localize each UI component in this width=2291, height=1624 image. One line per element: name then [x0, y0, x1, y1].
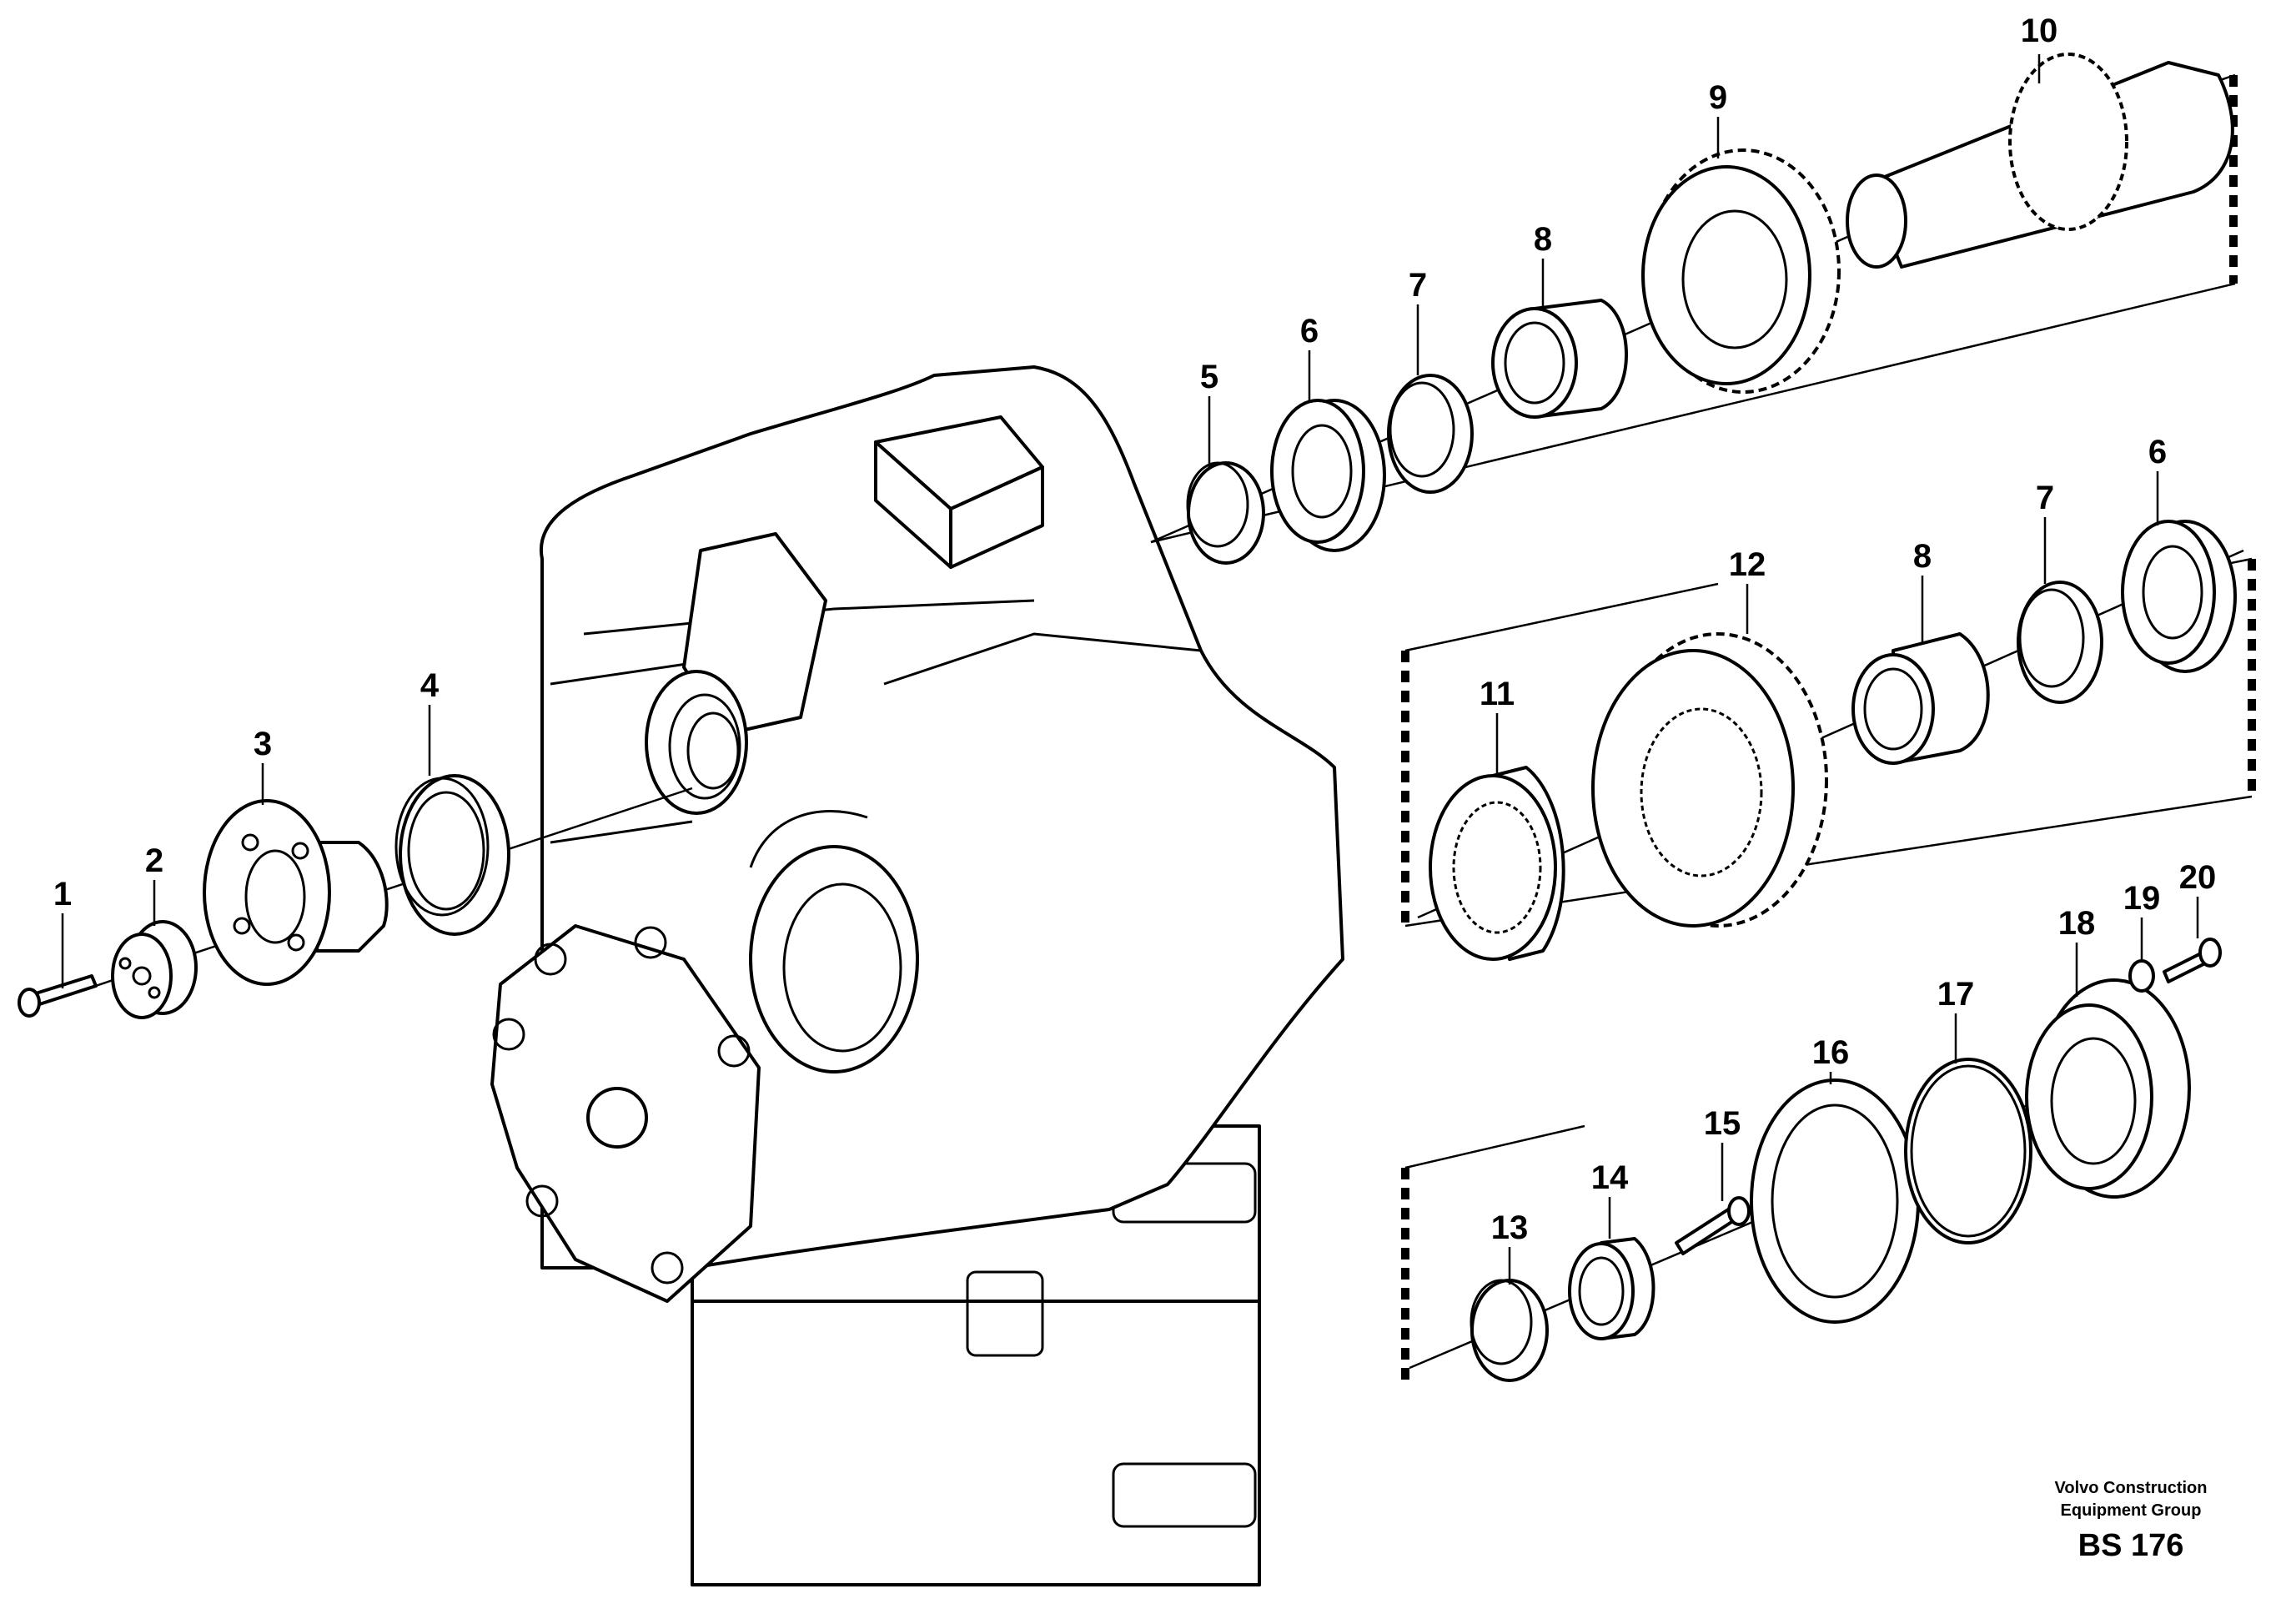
- callout-12: 12: [1729, 546, 1766, 583]
- callout-14: 14: [1591, 1159, 1629, 1196]
- part-1-bolt: [18, 974, 98, 1018]
- callout-10: 10: [2021, 13, 2058, 49]
- part-16-gasket: [1750, 1078, 1920, 1324]
- footer-credit: Volvo Construction Equipment Group BS 17…: [2055, 1479, 2208, 1563]
- callout-7-upper: 7: [1409, 267, 1427, 304]
- callout-18: 18: [2058, 905, 2096, 942]
- part-20-bolt: [2163, 938, 2222, 983]
- callout-13: 13: [1491, 1209, 1529, 1246]
- callout-16: 16: [1812, 1034, 1850, 1071]
- part-10-shaft: [1846, 53, 2234, 269]
- part-7-spacer-ring-upper: [1387, 374, 1474, 494]
- callout-labels: 1 2 3 4 5 6 7 8 9 10 11 12 8 7 6 13 14 1…: [53, 13, 2216, 1246]
- dashed-frame-lower: [1401, 1124, 1585, 1385]
- callout-5: 5: [1200, 359, 1218, 395]
- part-6-bearing-upper: [1270, 399, 1386, 552]
- callout-19: 19: [2123, 880, 2161, 917]
- callout-8-upper: 8: [1534, 221, 1552, 258]
- part-5-snap-ring-upper: [1186, 461, 1265, 565]
- leader-lines: [61, 54, 2199, 1285]
- part-13-snap-ring-lower: [1470, 1279, 1549, 1382]
- part-4-seal-ring: [394, 774, 510, 936]
- callout-1: 1: [53, 876, 72, 913]
- callout-6-middle: 6: [2148, 434, 2167, 470]
- part-14-bushing: [1568, 1237, 1655, 1340]
- part-8-needle-bearing-upper: [1491, 299, 1628, 419]
- transmission-housing: [490, 365, 1344, 1586]
- part-12-gear-middle: [1591, 632, 1828, 928]
- part-2-washer-plate: [111, 920, 198, 1019]
- part-3-companion-flange: [203, 799, 389, 986]
- callout-2: 2: [145, 842, 163, 879]
- callout-7-middle: 7: [2036, 480, 2054, 516]
- callout-6-upper: 6: [1300, 313, 1319, 349]
- part-11-synchronizer: [1429, 766, 1565, 961]
- callout-9: 9: [1709, 79, 1727, 116]
- part-6-bearing-middle: [2121, 520, 2237, 673]
- callout-20: 20: [2179, 859, 2217, 896]
- part-17-o-ring: [1904, 1058, 2032, 1244]
- part-9-gear-upper: [1641, 148, 1841, 394]
- part-19-washer: [2128, 959, 2155, 993]
- callout-15: 15: [1704, 1105, 1741, 1142]
- callout-4: 4: [420, 667, 440, 704]
- callout-3: 3: [254, 726, 272, 762]
- part-18-bearing-cover: [2025, 978, 2191, 1199]
- part-8-needle-bearing-middle: [1851, 632, 1990, 765]
- part-15-bolt-lower: [1675, 1196, 1751, 1255]
- diagram-code: BS 176: [2078, 1528, 2184, 1563]
- part-7-spacer-ring-middle: [2017, 581, 2103, 704]
- callout-8-middle: 8: [1913, 538, 1932, 575]
- footer-line-2: Equipment Group: [2061, 1501, 2202, 1520]
- footer-line-1: Volvo Construction: [2055, 1479, 2208, 1497]
- callout-11: 11: [1480, 676, 1515, 712]
- callout-17: 17: [1937, 976, 1975, 1013]
